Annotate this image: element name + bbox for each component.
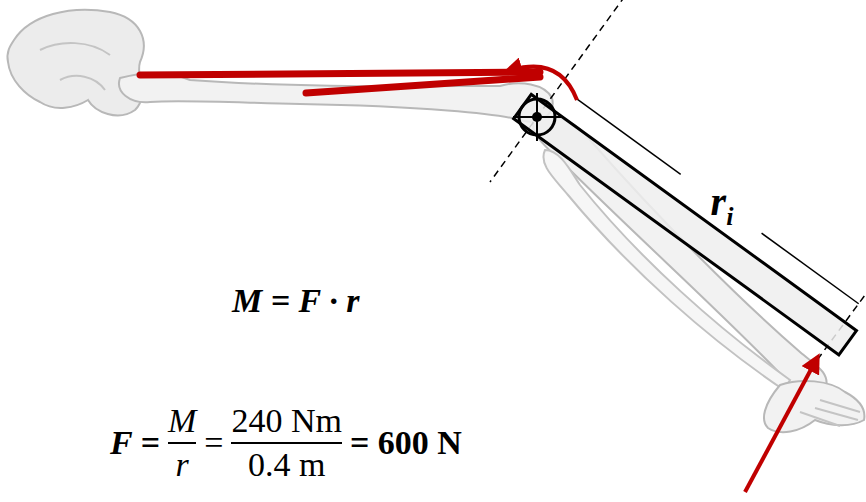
force-equation: F =Mr=240 Nm0.4 m= 600 N — [110, 402, 462, 484]
muscle-line — [306, 77, 540, 93]
dimension-line — [577, 99, 681, 174]
femur-bone — [119, 73, 553, 122]
fraction-bar — [231, 442, 342, 444]
equation: F = — [110, 424, 160, 462]
numerator: M — [168, 402, 196, 440]
denominator: 0.4 m — [248, 446, 325, 484]
dimension-label: ri — [711, 182, 734, 222]
denominator: r — [175, 446, 188, 484]
dimension-line — [762, 233, 859, 304]
pelvis-detail — [40, 43, 110, 90]
force-arrow — [745, 362, 815, 492]
numerator: 240 Nm — [231, 402, 342, 440]
equation: M = F · r — [232, 282, 359, 320]
foot-bones — [764, 381, 864, 432]
fraction: 240 Nm 0.4 m — [231, 402, 342, 484]
lever-bar — [514, 94, 857, 355]
toe-detail — [800, 400, 860, 426]
fraction-bar — [168, 442, 196, 444]
equation-result: = 600 N — [350, 424, 462, 462]
fraction: Mr — [168, 402, 196, 484]
dimension-symbol: r — [711, 182, 727, 222]
moment-arrow — [512, 67, 577, 100]
muscle-line — [140, 72, 540, 75]
dimension-subscript: i — [726, 204, 733, 230]
joint-symbol — [532, 112, 542, 122]
equation: = — [204, 424, 223, 462]
moment-equation: M = F · r — [232, 282, 359, 320]
pelvis-bone — [7, 10, 143, 116]
